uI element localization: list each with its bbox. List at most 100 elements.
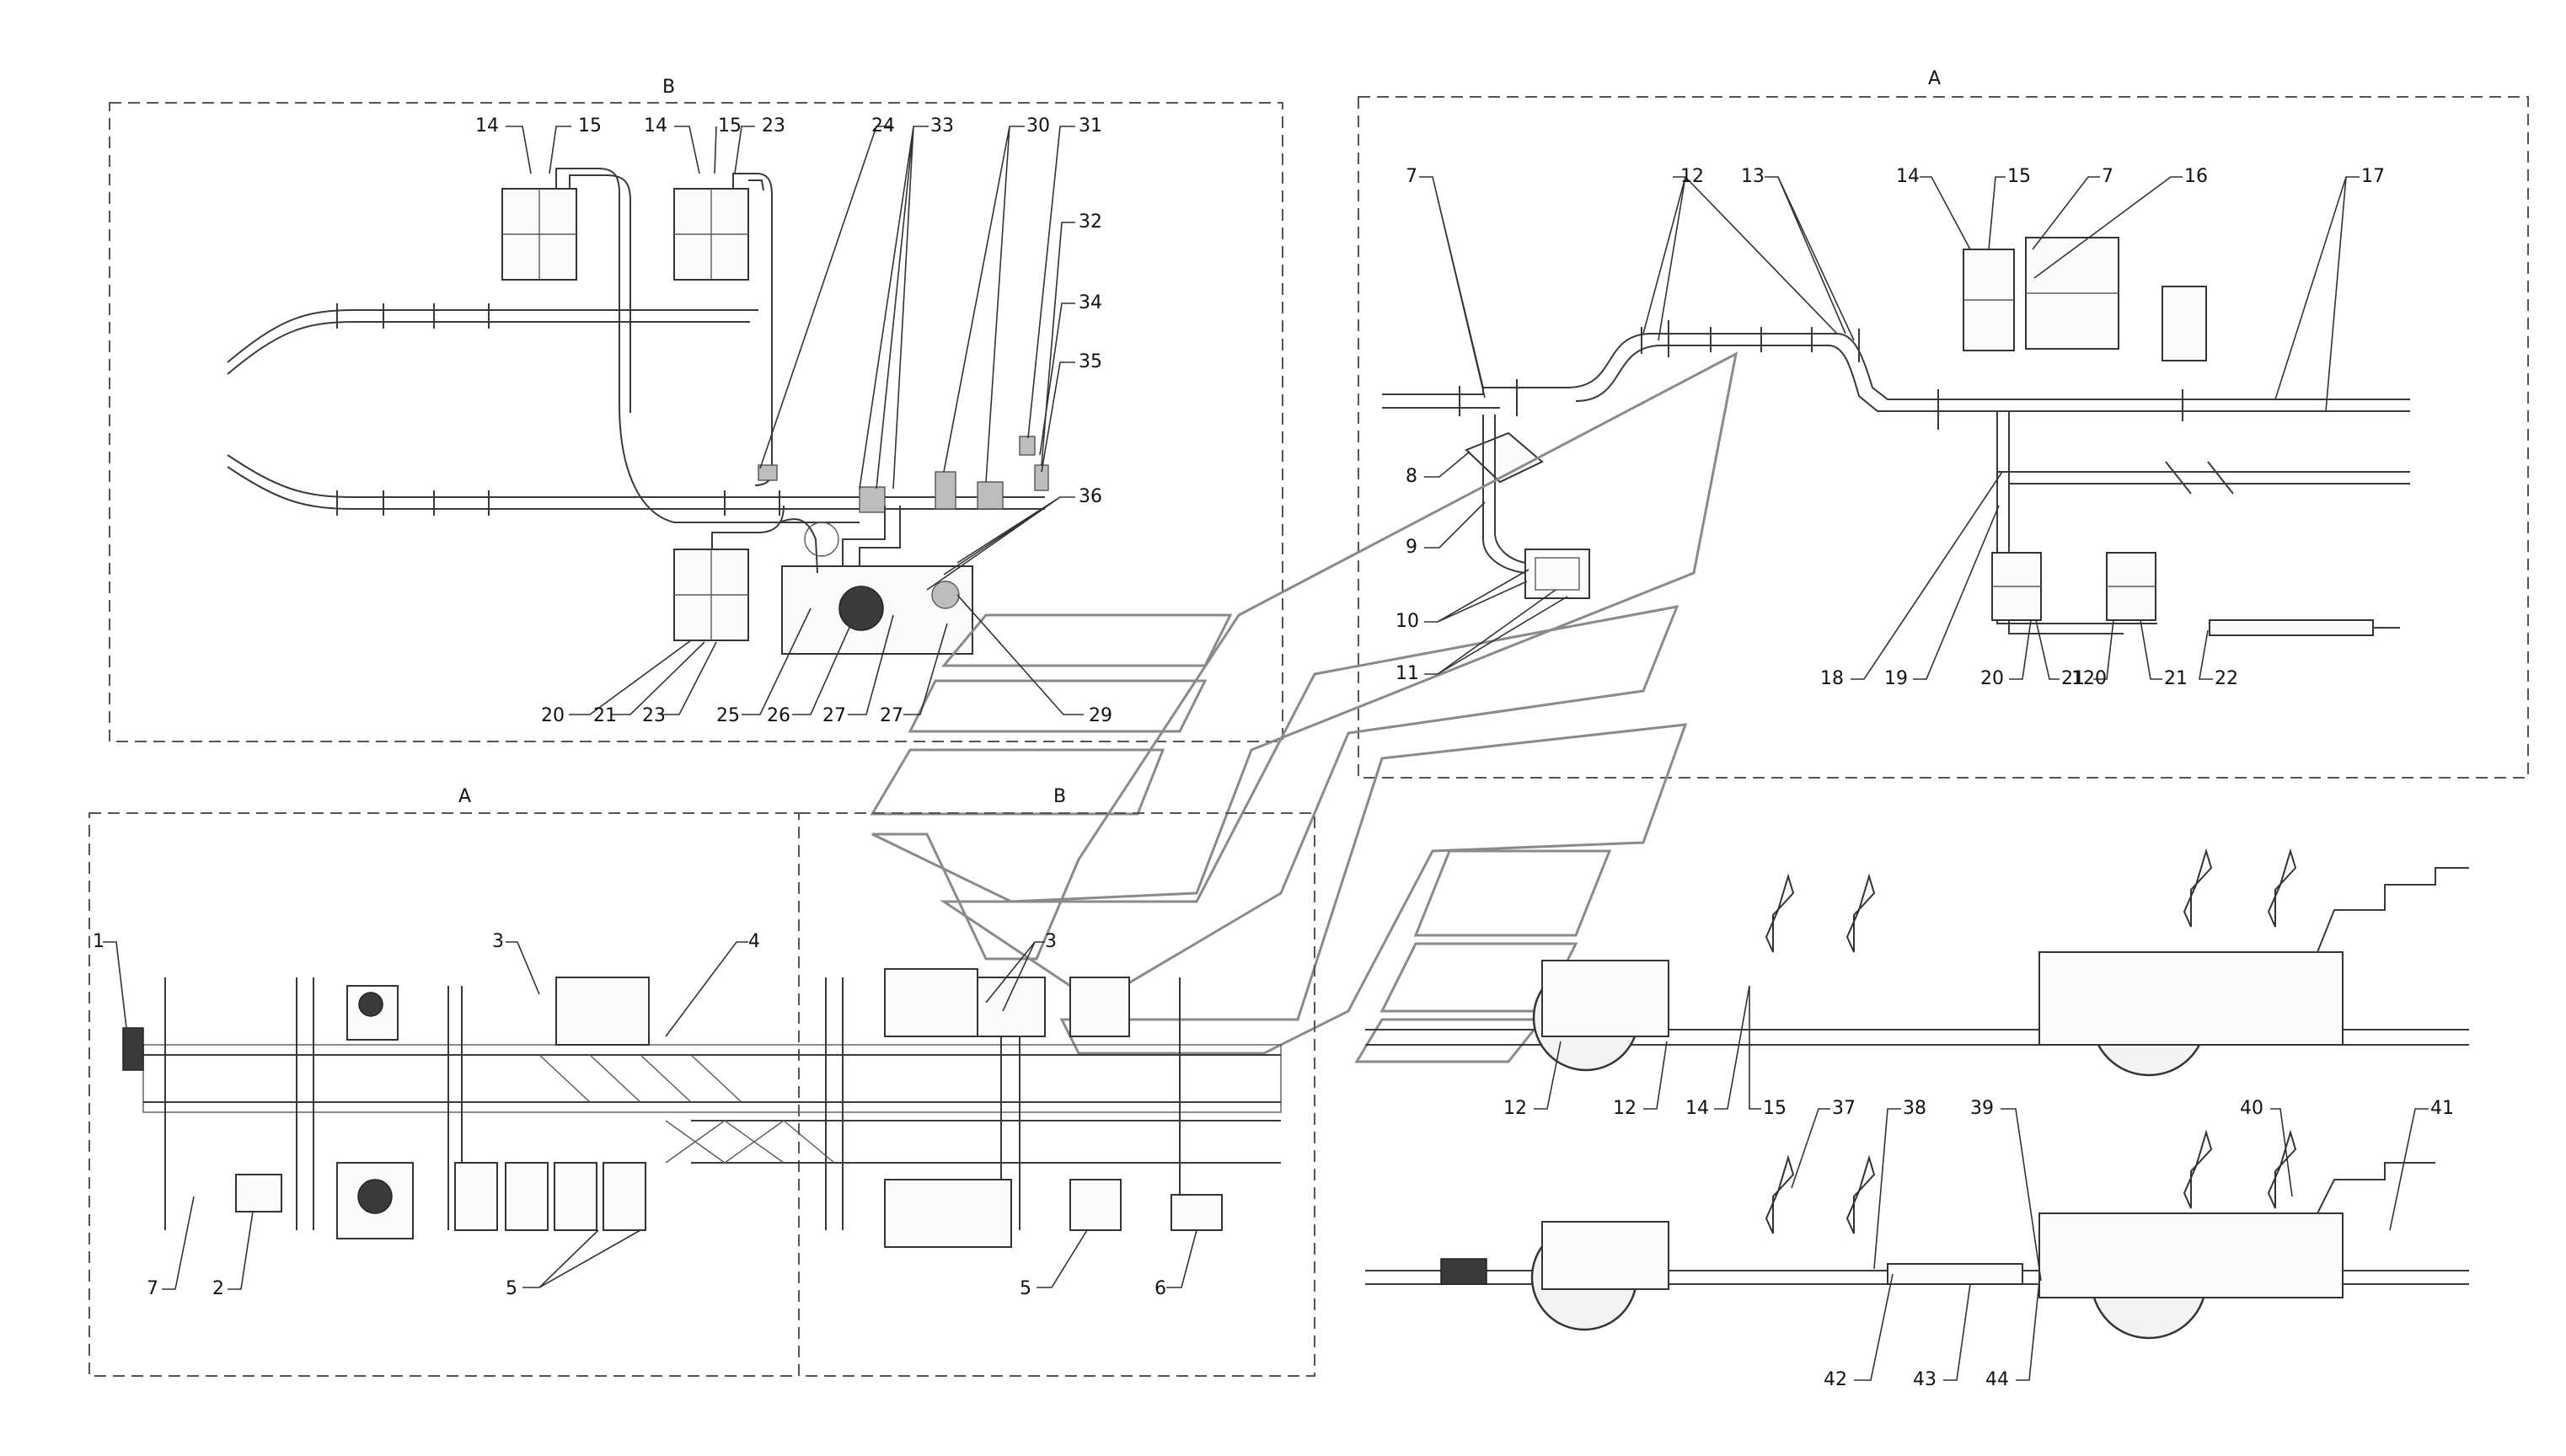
side-elevation-bottom — [1365, 1129, 2469, 1340]
callout-38: 38 — [1903, 1098, 1926, 1119]
callout-42: 42 — [1824, 1369, 1847, 1390]
control-box — [122, 1027, 144, 1071]
callout-leaders — [103, 126, 2429, 1381]
connector — [1019, 436, 1036, 456]
callout-23: 23 — [642, 705, 666, 726]
valve — [859, 486, 886, 513]
callout-44: 44 — [1985, 1369, 2009, 1390]
battery — [1440, 1258, 1487, 1285]
compressor — [1171, 1194, 1223, 1231]
main-air-line — [1382, 345, 2410, 412]
branch-line — [1996, 472, 2157, 634]
callout-5: 5 — [1020, 1278, 1031, 1299]
air-tank — [1069, 977, 1130, 1037]
loop — [804, 522, 839, 557]
seat — [1845, 873, 1876, 953]
callout-4: 4 — [748, 931, 760, 952]
frame-rail — [227, 454, 1045, 498]
steps — [2317, 1162, 2435, 1214]
callout-12: 12 — [1503, 1098, 1527, 1119]
cross-members — [336, 303, 780, 516]
callout-7: 7 — [147, 1278, 158, 1299]
side-elevation-top — [1365, 848, 2469, 1077]
air-tank — [1991, 552, 2042, 621]
callout-40: 40 — [2240, 1098, 2263, 1119]
callout-12: 12 — [1680, 166, 1704, 187]
plan-view: A B — [88, 786, 1315, 1377]
steps — [2317, 867, 2469, 953]
detail-b-frame — [109, 102, 1283, 742]
rear-frame — [2038, 951, 2344, 1046]
callout-5: 5 — [506, 1278, 517, 1299]
air-line — [732, 173, 773, 486]
callout-14: 14 — [644, 115, 667, 136]
callout-1: 1 — [93, 931, 104, 952]
detail-a-title: A — [1928, 68, 1941, 89]
valve — [935, 471, 956, 510]
callout-120: 120 — [2071, 668, 2107, 689]
callout-18: 18 — [1820, 668, 1844, 689]
frame-rail — [227, 321, 750, 375]
seat — [2183, 1129, 2213, 1209]
callout-21: 21 — [593, 705, 617, 726]
callout-43: 43 — [1913, 1369, 1937, 1390]
callout-14: 14 — [1896, 166, 1920, 187]
callout-20: 20 — [541, 705, 565, 726]
callout-7: 7 — [2102, 166, 2113, 187]
callout-16: 16 — [2184, 166, 2208, 187]
callout-19: 19 — [1884, 668, 1908, 689]
detail-b-view: B — [109, 77, 1283, 742]
callout-21: 21 — [2164, 668, 2188, 689]
callout-39: 39 — [1970, 1098, 1994, 1119]
seat — [1845, 1154, 1876, 1234]
callout-25: 25 — [716, 705, 740, 726]
callout-15: 15 — [578, 115, 602, 136]
callout-26: 26 — [767, 705, 790, 726]
rail-assembly — [1887, 1263, 2023, 1285]
air-line — [1482, 415, 1526, 574]
air-tank — [1069, 1179, 1122, 1231]
detail-b-title: B — [662, 77, 675, 98]
air-tank — [2106, 552, 2156, 621]
air-tank — [673, 188, 749, 281]
air-tank — [501, 188, 577, 281]
callout-15: 15 — [718, 115, 742, 136]
air-line — [842, 506, 901, 566]
callout-6: 6 — [1154, 1278, 1166, 1299]
fuel-tank — [884, 1179, 1012, 1248]
plan-b-frame — [798, 812, 1315, 1377]
callout-3: 3 — [1045, 931, 1057, 952]
callout-numbers: 14 15 14 15 23 24 33 30 31 32 34 35 36 2… — [93, 115, 2454, 1390]
seat — [2267, 848, 2297, 928]
air-line — [1494, 415, 1526, 564]
plan-a-frame — [88, 812, 800, 1377]
detail-a-frame — [1358, 96, 2529, 779]
seat — [2267, 1129, 2297, 1209]
branch-line — [1996, 411, 2410, 484]
air-line — [779, 518, 818, 574]
engine — [1541, 1221, 1669, 1290]
fuel-tank — [884, 968, 978, 1037]
callout-3: 3 — [492, 931, 504, 952]
valve-block — [555, 977, 650, 1046]
callout-23: 23 — [762, 115, 785, 136]
callout-8: 8 — [1406, 466, 1417, 487]
engine — [1541, 960, 1669, 1037]
callout-36: 36 — [1079, 486, 1102, 507]
callout-14: 14 — [1685, 1098, 1709, 1119]
callout-20: 20 — [1980, 668, 2004, 689]
seat — [1765, 873, 1795, 953]
callout-31: 31 — [1079, 115, 1102, 136]
clamps — [1459, 320, 2234, 495]
callout-11: 11 — [1395, 663, 1419, 684]
callout-12: 12 — [1613, 1098, 1637, 1119]
callout-27: 27 — [822, 705, 846, 726]
air-line — [569, 174, 631, 413]
callout-32: 32 — [1079, 211, 1102, 233]
air-tank — [673, 549, 749, 641]
air-tanks-row — [454, 1162, 646, 1231]
air-line — [748, 179, 764, 191]
chassis-frame — [142, 1044, 1282, 1113]
frame-rail — [227, 309, 758, 363]
seat — [2183, 848, 2213, 928]
